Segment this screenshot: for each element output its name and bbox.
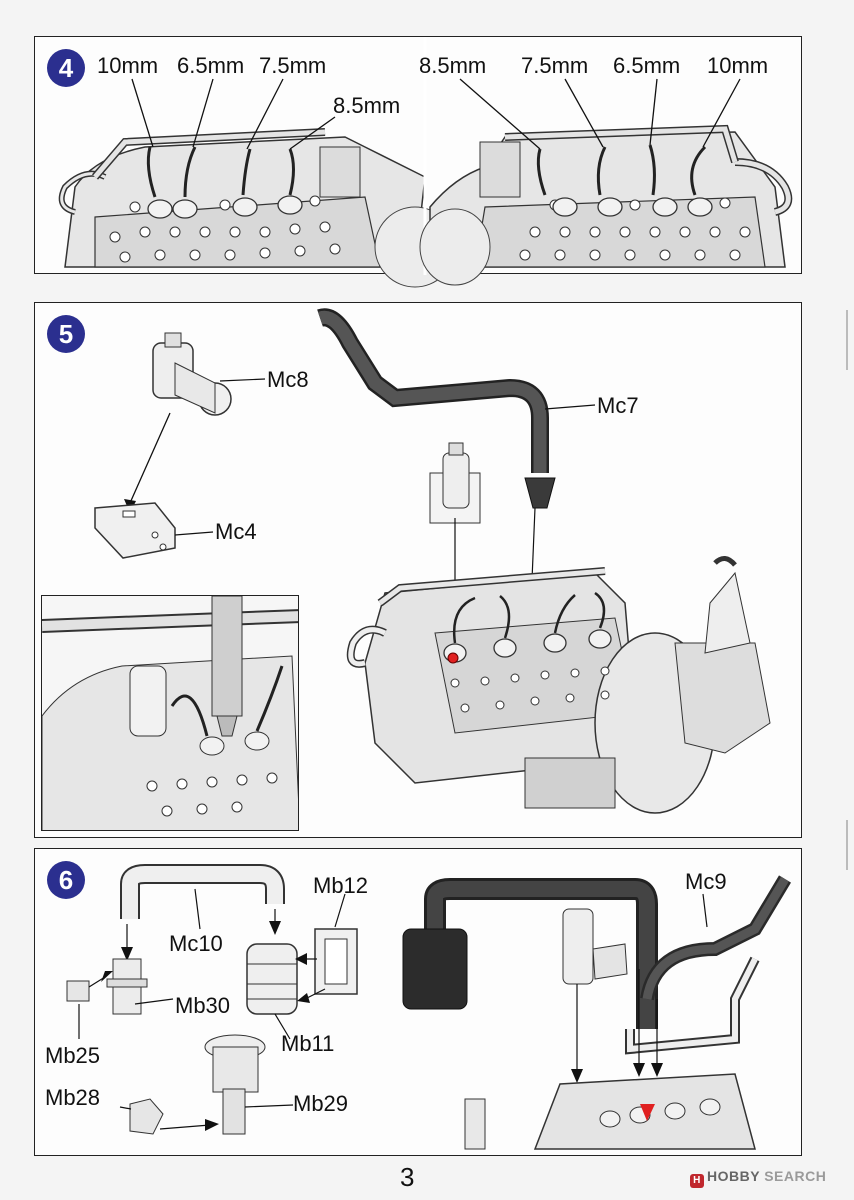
step-4-panel: 4: [34, 36, 802, 288]
label-right-8-5mm: 8.5mm: [419, 53, 487, 78]
part-label-mc10: Mc10: [169, 931, 223, 956]
part-label-mc7: Mc7: [597, 393, 639, 418]
part-mc9-drawing: [402, 875, 792, 1029]
part-mb12-drawing: [314, 928, 358, 995]
label-right-6-5mm: 6.5mm: [613, 53, 681, 78]
right-engine-view: [419, 78, 793, 286]
part-label-mb30: Mb30: [175, 993, 231, 1018]
main-engine-drawing: [346, 556, 771, 814]
part-label-mb28: Mb28: [45, 1085, 101, 1110]
part-mb25-drawing: [66, 980, 90, 1002]
part-mc4-drawing: [94, 502, 176, 559]
part-label-mb25: Mb25: [45, 1043, 101, 1068]
part-label-mc8: Mc8: [267, 367, 309, 392]
part-label-mc9: Mc9: [685, 869, 727, 894]
label-right-10mm: 10mm: [707, 53, 769, 78]
page-edge-mark: [846, 310, 848, 370]
step-6-panel: 6: [34, 848, 802, 1156]
step-5-illustration: [94, 308, 771, 814]
watermark-brand: HOBBY: [707, 1168, 760, 1184]
lower-engine-partial: [464, 1073, 756, 1150]
label-left-8-5mm: 8.5mm: [333, 93, 401, 118]
label-left-6-5mm: 6.5mm: [177, 53, 245, 78]
page-edge-mark: [846, 820, 848, 870]
label-left-7-5mm: 7.5mm: [259, 53, 327, 78]
step-6-badge: 6: [47, 861, 85, 899]
page-number: 3: [400, 1162, 415, 1192]
part-mc10-drawing: [120, 864, 285, 919]
label-left-10mm: 10mm: [97, 53, 159, 78]
part-mb28-drawing: [129, 1098, 164, 1135]
coil-on-bracket: [429, 442, 481, 524]
part-label-mc4: Mc4: [215, 519, 257, 544]
right-subassembly-grey: [562, 908, 760, 1055]
part-label-mb29: Mb29: [293, 1091, 349, 1116]
step-4-badge: 4: [47, 49, 85, 87]
label-right-7-5mm: 7.5mm: [521, 53, 589, 78]
part-mc8-drawing: [152, 332, 232, 416]
part-mb30-drawing: [106, 958, 148, 1015]
step-6-illustration: [66, 864, 792, 1150]
part-mb11-drawing: [246, 943, 298, 1015]
left-engine-view: [58, 78, 456, 288]
step-5-badge: 5: [47, 315, 85, 353]
part-label-mb11: Mb11: [281, 1031, 335, 1056]
part-mc7-drawing: [317, 308, 556, 509]
step-4-engine-illustration: [58, 37, 793, 288]
hobby-search-logo-icon: H: [690, 1174, 704, 1188]
part-mb29-drawing: [204, 1034, 266, 1135]
step-5-detail-inset: [41, 595, 299, 831]
watermark-suffix: SEARCH: [764, 1168, 827, 1184]
part-label-mb12: Mb12: [313, 873, 369, 898]
inset-engine-closeup: [42, 596, 298, 830]
step-5-panel: 5: [34, 302, 802, 838]
